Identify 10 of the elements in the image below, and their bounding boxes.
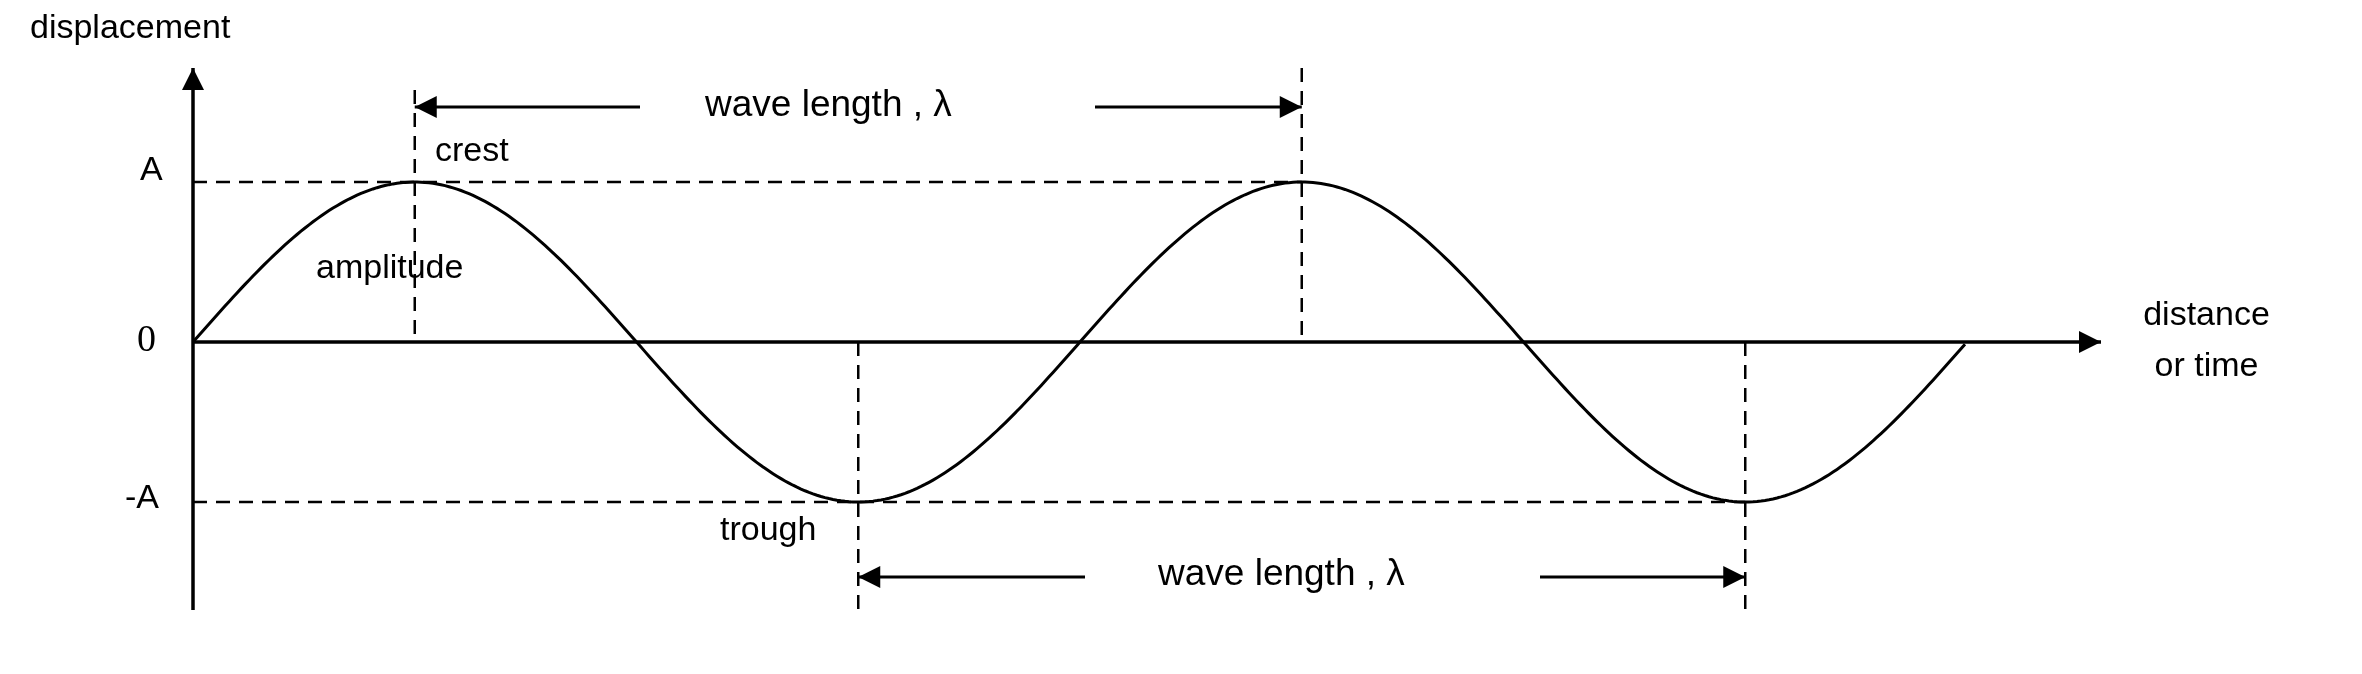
axis-label: distance or time	[2142, 293, 2271, 385]
wavelength-label: wave length , λ	[1158, 553, 1405, 594]
wavelength-label: wave length , λ	[705, 84, 952, 125]
amplitude-label: amplitude	[316, 248, 464, 286]
axis-tick-label: A	[140, 150, 163, 188]
axis-tick-label: 0	[137, 318, 156, 360]
axis-label: displacement	[30, 8, 231, 46]
axis-tick-label: -A	[125, 478, 159, 516]
crest-label: crest	[435, 131, 509, 169]
trough-label: trough	[720, 510, 817, 548]
